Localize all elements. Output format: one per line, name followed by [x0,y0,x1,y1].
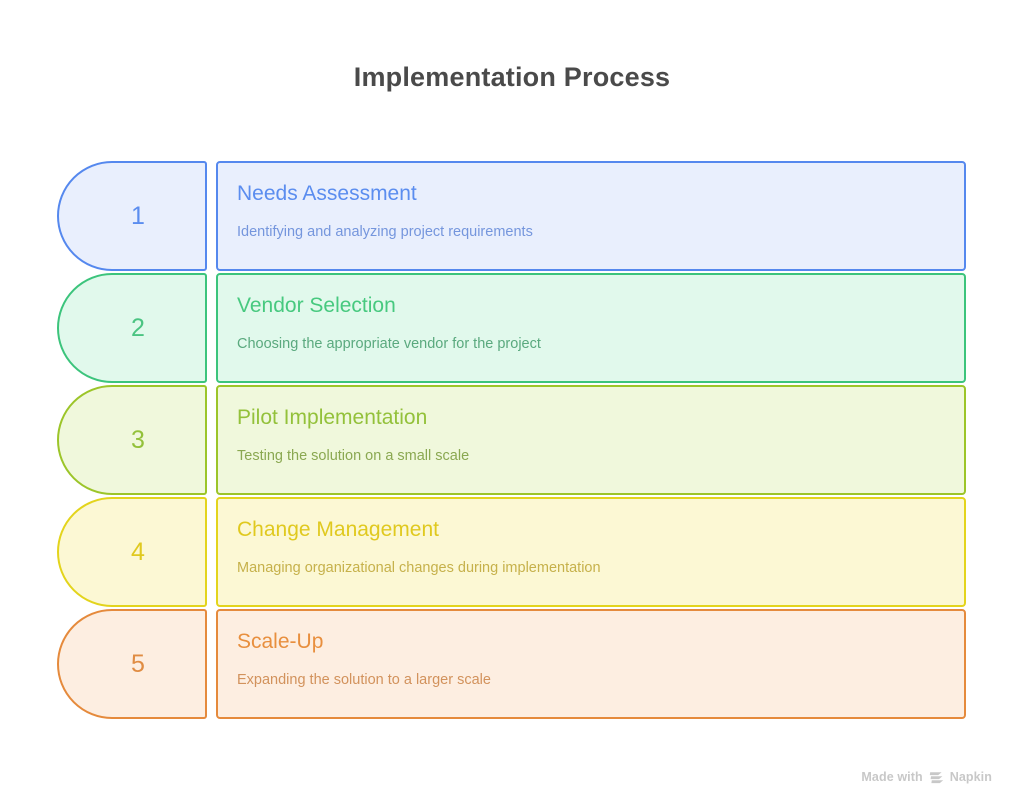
process-step-row: 1 Needs Assessment Identifying and analy… [57,161,966,271]
step-number-2: 2 [131,313,145,342]
step-number-badge-4: 4 [57,497,207,607]
step-card-5: Scale-Up Expanding the solution to a lar… [216,609,966,719]
step-number-badge-1: 1 [57,161,207,271]
process-step-row: 3 Pilot Implementation Testing the solut… [57,385,966,495]
step-number-4: 4 [131,537,145,566]
step-card-3: Pilot Implementation Testing the solutio… [216,385,966,495]
step-number-badge-5: 5 [57,609,207,719]
step-card-1: Needs Assessment Identifying and analyzi… [216,161,966,271]
step-number-badge-2: 2 [57,273,207,383]
page-title: Implementation Process [353,62,671,92]
step-description-5: Expanding the solution to a larger scale [237,672,491,689]
brand-name-label: Napkin [949,770,992,784]
brand-attribution: Made with Napkin [861,770,992,784]
step-heading-3: Pilot Implementation [237,406,428,429]
step-card-2: Vendor Selection Choosing the appropriat… [216,273,966,383]
step-description-2: Choosing the appropriate vendor for the … [237,336,541,353]
process-step-row: 2 Vendor Selection Choosing the appropri… [57,273,966,383]
step-description-1: Identifying and analyzing project requir… [237,224,533,241]
process-step-row: 4 Change Management Managing organizatio… [57,497,966,607]
process-step-list: 1 Needs Assessment Identifying and analy… [57,161,966,721]
step-description-3: Testing the solution on a small scale [237,448,470,465]
step-description-4: Managing organizational changes during i… [237,560,601,577]
step-heading-4: Change Management [237,518,439,541]
step-heading-5: Scale-Up [237,630,324,653]
step-heading-1: Needs Assessment [237,182,417,205]
napkin-logo-icon [929,771,944,785]
step-number-1: 1 [131,201,145,230]
step-number-5: 5 [131,649,145,678]
brand-prefix-label: Made with [861,770,923,784]
step-number-3: 3 [131,425,145,454]
step-number-badge-3: 3 [57,385,207,495]
process-step-row: 5 Scale-Up Expanding the solution to a l… [57,609,966,719]
step-heading-2: Vendor Selection [237,294,396,317]
step-card-4: Change Management Managing organizationa… [216,497,966,607]
